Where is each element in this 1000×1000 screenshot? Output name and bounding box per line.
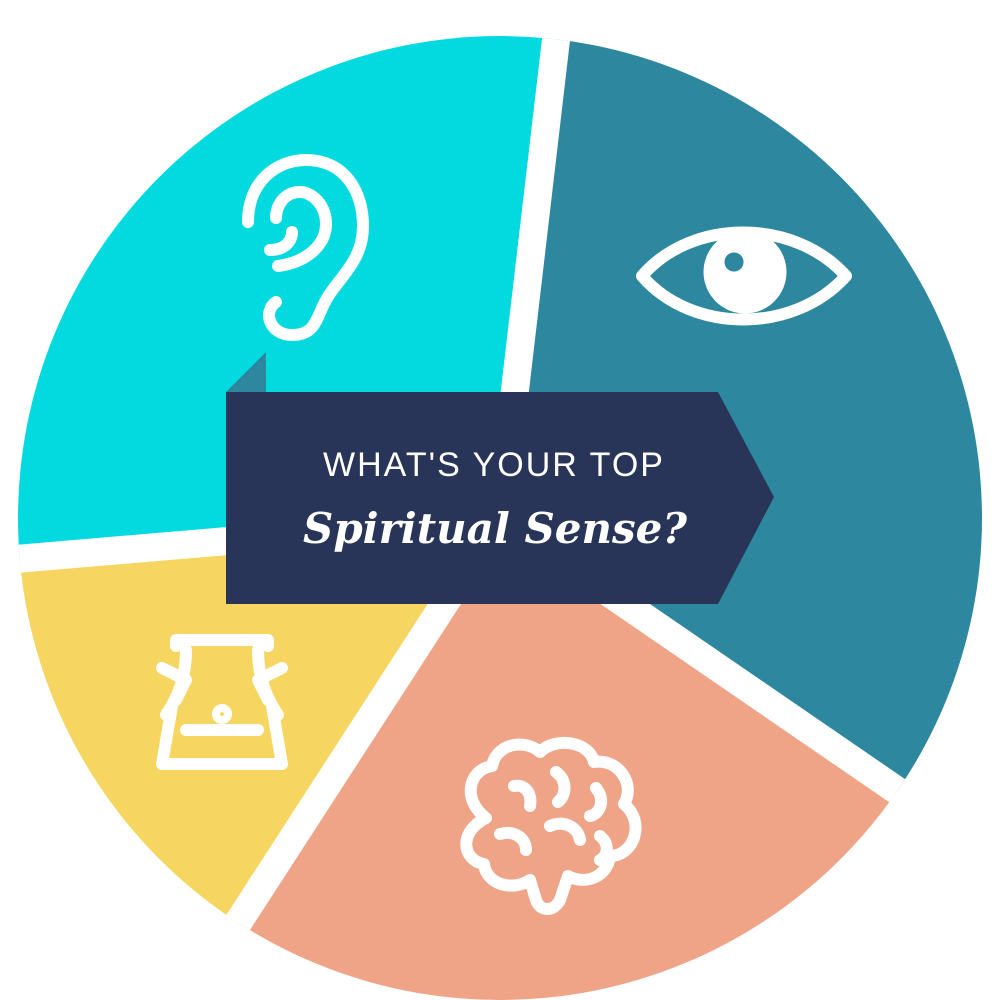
eye-icon — [636, 226, 852, 326]
banner-body — [226, 392, 774, 604]
banner-fold — [226, 352, 266, 392]
torso-icon — [156, 634, 288, 770]
ear-icon — [242, 154, 369, 341]
banner-line1: WHAT'S YOUR TOP — [323, 446, 665, 484]
banner-line2: Spiritual Sense? — [303, 504, 687, 553]
title-banner: WHAT'S YOUR TOP Spiritual Sense? — [226, 352, 774, 604]
brain-icon — [460, 737, 642, 915]
